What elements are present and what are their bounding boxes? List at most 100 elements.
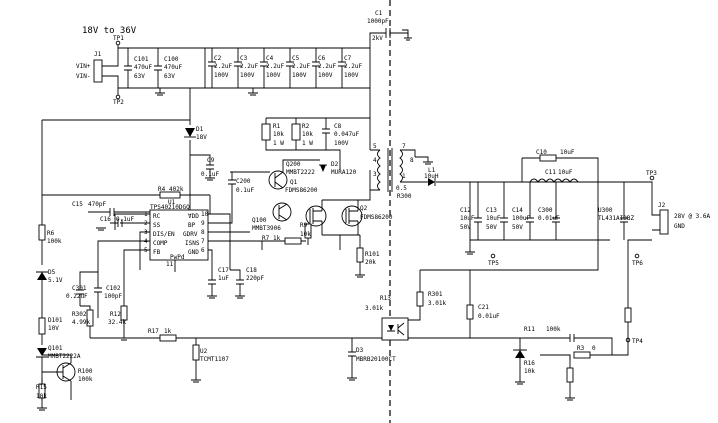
svg-text:10k: 10k — [36, 393, 47, 400]
svg-text:SS: SS — [153, 222, 161, 229]
transistor-q100: Q100 MMBT3906 — [252, 202, 292, 232]
svg-text:10uF: 10uF — [460, 215, 475, 222]
capacitor-c15: C15 470pF — [72, 201, 150, 216]
svg-text:TP1: TP1 — [113, 35, 124, 42]
controller-ic-u1: U1 TPS40210DGQ RC SS DIS/EN COMP FB PwPd… — [144, 199, 209, 268]
svg-text:0.047uF: 0.047uF — [334, 131, 360, 138]
resistor-r100: R15 10k — [36, 378, 47, 411]
svg-text:R100: R100 — [78, 368, 93, 375]
svg-text:Q101: Q101 — [48, 345, 63, 352]
svg-text:R300: R300 — [397, 193, 412, 200]
svg-text:100V: 100V — [344, 72, 359, 79]
svg-text:10uF: 10uF — [486, 215, 501, 222]
svg-text:10k: 10k — [273, 131, 284, 138]
svg-text:10uF: 10uF — [560, 149, 575, 156]
resistor-r101: D101 10V — [38, 310, 63, 345]
svg-text:63V: 63V — [134, 73, 145, 80]
svg-text:TL431AIDBZ: TL431AIDBZ — [598, 215, 635, 222]
svg-text:8: 8 — [201, 229, 205, 236]
svg-text:32.4k: 32.4k — [108, 319, 126, 326]
svg-text:TCMT1107: TCMT1107 — [200, 356, 229, 363]
svg-text:PwPd: PwPd — [170, 254, 185, 261]
svg-text:1 W: 1 W — [273, 140, 284, 147]
svg-text:0.01uF: 0.01uF — [538, 215, 560, 222]
svg-text:R301: R301 — [428, 291, 443, 298]
svg-text:C2: C2 — [214, 55, 222, 62]
svg-text:R3: R3 — [577, 345, 585, 352]
svg-text:5: 5 — [373, 143, 377, 150]
svg-text:2.2uF: 2.2uF — [344, 63, 362, 70]
svg-text:C301: C301 — [72, 285, 87, 292]
svg-text:C15: C15 — [72, 201, 83, 208]
svg-text:6: 6 — [201, 247, 205, 254]
svg-text:100k: 100k — [78, 376, 93, 383]
svg-text:U1: U1 — [168, 199, 176, 206]
diode-d2: D2 MURA120 — [319, 161, 357, 176]
svg-text:C300: C300 — [538, 207, 553, 214]
svg-text:MMBT3906: MMBT3906 — [252, 225, 281, 232]
svg-text:Q1: Q1 — [290, 179, 298, 186]
svg-text:VDD: VDD — [188, 213, 199, 220]
svg-text:4: 4 — [144, 238, 148, 245]
svg-text:1 W: 1 W — [302, 140, 313, 147]
testpoint-tp5: TP5 — [488, 253, 499, 267]
svg-text:C1: C1 — [375, 10, 383, 17]
input-capacitor-bank: C2 2.2uF 100V C3 2.2uF 100V C4 2.2uF 100… — [185, 48, 370, 96]
svg-text:FDMS86200: FDMS86200 — [360, 214, 393, 221]
svg-text:50V: 50V — [512, 224, 523, 231]
svg-text:R15: R15 — [36, 384, 47, 391]
svg-text:MMBT2222A: MMBT2222A — [48, 353, 81, 360]
resistor-r10: R101 20k — [355, 235, 380, 278]
svg-text:2kV: 2kV — [372, 35, 383, 42]
capacitor-c101: C101 470uF 63V — [124, 48, 152, 88]
resistor-r13: R301 3.01k — [408, 270, 446, 321]
svg-text:GND: GND — [188, 249, 199, 256]
svg-text:C8: C8 — [334, 123, 342, 130]
svg-text:0.5: 0.5 — [396, 185, 407, 192]
transistor-q101: R100 100k — [42, 354, 93, 400]
svg-text:FB: FB — [153, 249, 161, 256]
svg-text:C200: C200 — [236, 178, 251, 185]
resistor-r9: R9 10k — [300, 222, 312, 245]
svg-text:11: 11 — [166, 261, 174, 268]
capacitor-c21: D3 MBRB20100CT — [347, 338, 396, 381]
svg-text:100V: 100V — [214, 72, 229, 79]
svg-text:MBRB20100CT: MBRB20100CT — [356, 356, 396, 363]
svg-text:0.01uF: 0.01uF — [478, 313, 500, 320]
svg-text:R302: R302 — [72, 311, 87, 318]
svg-text:10k: 10k — [302, 131, 313, 138]
svg-text:10V: 10V — [48, 325, 59, 332]
svg-text:28V @ 3.6A: 28V @ 3.6A — [674, 213, 711, 220]
svg-text:GND: GND — [674, 223, 685, 230]
svg-text:VIN-: VIN- — [76, 73, 90, 80]
svg-text:D1: D1 — [196, 126, 204, 133]
svg-text:C4: C4 — [266, 55, 274, 62]
input-voltage-range-label: 18V to 36V — [82, 26, 137, 36]
svg-text:50V: 50V — [486, 224, 497, 231]
svg-text:10uH: 10uH — [424, 173, 439, 180]
svg-text:TP3: TP3 — [646, 170, 657, 177]
svg-text:Q100: Q100 — [252, 217, 267, 224]
svg-text:0.1uF: 0.1uF — [116, 216, 134, 223]
svg-text:3: 3 — [373, 171, 377, 178]
svg-text:C3: C3 — [240, 55, 248, 62]
testpoint-tp3: TP3 — [646, 170, 657, 181]
svg-text:7: 7 — [201, 238, 205, 245]
svg-text:4: 4 — [373, 157, 377, 164]
svg-text:9: 9 — [201, 220, 205, 227]
svg-text:100V: 100V — [266, 72, 281, 79]
svg-text:3: 3 — [144, 229, 148, 236]
capacitor-c1: C1 1000pF 2kV — [367, 10, 412, 48]
output-capacitor-bank: C12 10uF 50V C13 10uF 50V C14 100uF 50V … — [460, 182, 635, 255]
svg-text:C14: C14 — [512, 207, 523, 214]
svg-text:C18: C18 — [246, 267, 257, 274]
svg-text:D3: D3 — [356, 347, 364, 354]
svg-text:470pF: 470pF — [88, 201, 106, 208]
svg-text:R1: R1 — [273, 123, 281, 130]
ground-symbol — [415, 156, 433, 165]
svg-text:1000pF: 1000pF — [367, 18, 389, 25]
svg-text:100V: 100V — [240, 72, 255, 79]
resistor-r302: R302 4.99k — [72, 305, 94, 338]
svg-text:C100: C100 — [164, 56, 179, 63]
capacitor-c102: C102 100pF — [94, 272, 122, 318]
